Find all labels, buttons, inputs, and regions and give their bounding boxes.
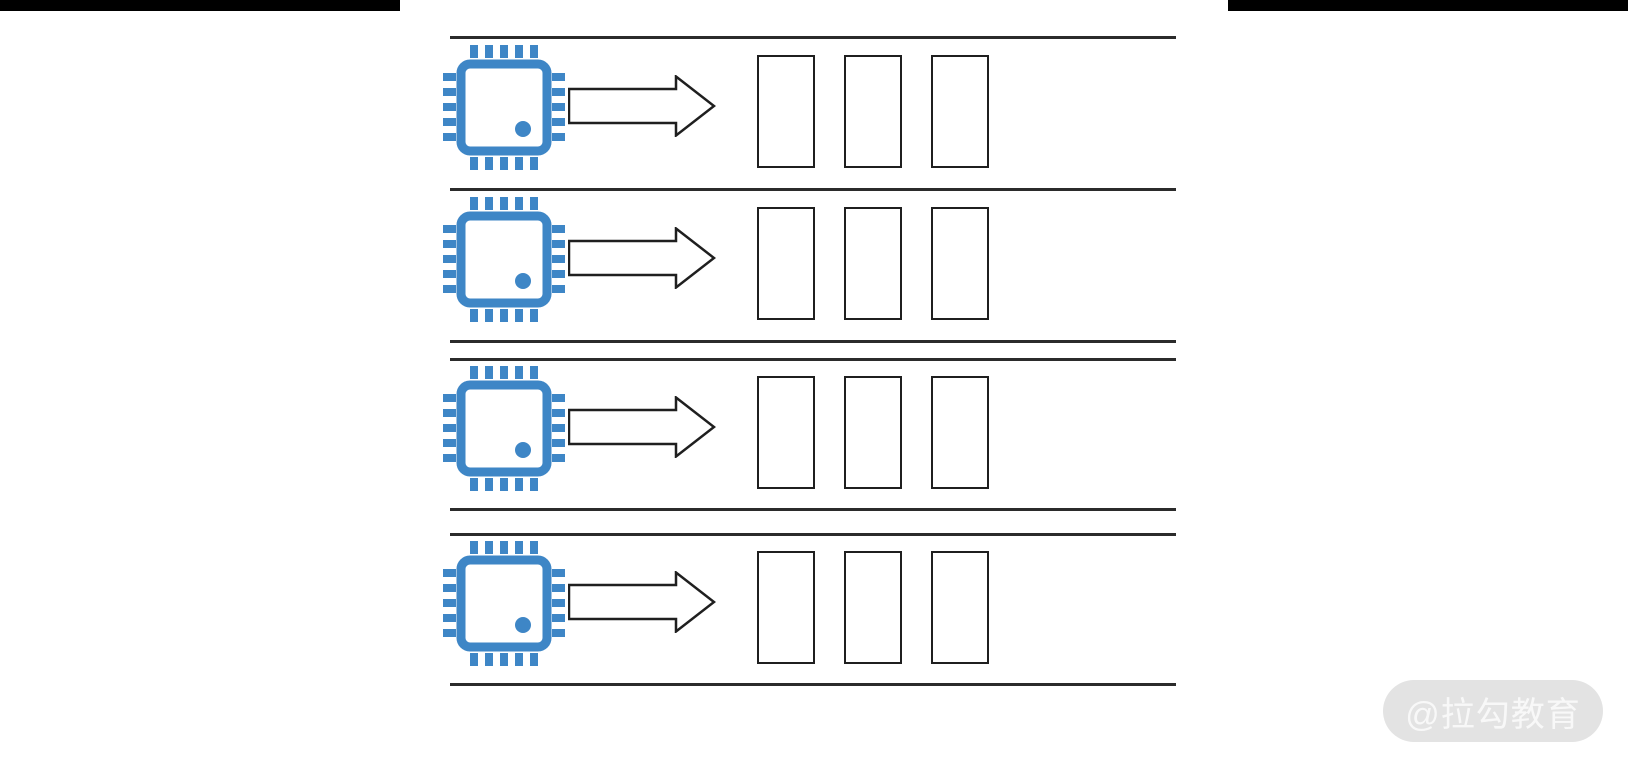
queue-slot [931,376,989,489]
cpu-chip-icon [443,197,565,322]
queue-slot [931,55,989,168]
lane-separator-line [450,358,1176,361]
queue-slot [931,551,989,664]
queue-slot [757,551,815,664]
queue-slot [844,55,902,168]
right-arrow-icon [568,571,716,633]
queue-slots [757,207,989,320]
lane-separator-line [450,508,1176,511]
watermark-text: @拉勾教育 [1405,695,1581,734]
lane-separator-line [450,683,1176,686]
cpu-chip-icon [443,541,565,666]
queue-slots [757,55,989,168]
queue-slot [931,207,989,320]
queue-slot [757,55,815,168]
letterbox-bar-left [0,0,400,11]
lane-separator-line [450,533,1176,536]
cpu-queue-row [0,541,1628,666]
queue-slot [757,207,815,320]
queue-slot [844,207,902,320]
right-arrow-icon [568,396,716,458]
queue-slot [844,551,902,664]
right-arrow-icon [568,227,716,289]
right-arrow-icon [568,75,716,137]
cpu-queue-row [0,197,1628,322]
lane-separator-line [450,188,1176,191]
queue-slot [757,376,815,489]
cpu-queue-row [0,45,1628,170]
watermark-badge: @拉勾教育 [1383,680,1603,742]
letterbox-bar-right [1228,0,1628,11]
cpu-chip-icon [443,366,565,491]
lane-separator-line [450,36,1176,39]
queue-slot [844,376,902,489]
cpu-queue-row [0,366,1628,491]
queue-slots [757,376,989,489]
lane-separator-line [450,340,1176,343]
queue-slots [757,551,989,664]
cpu-chip-icon [443,45,565,170]
